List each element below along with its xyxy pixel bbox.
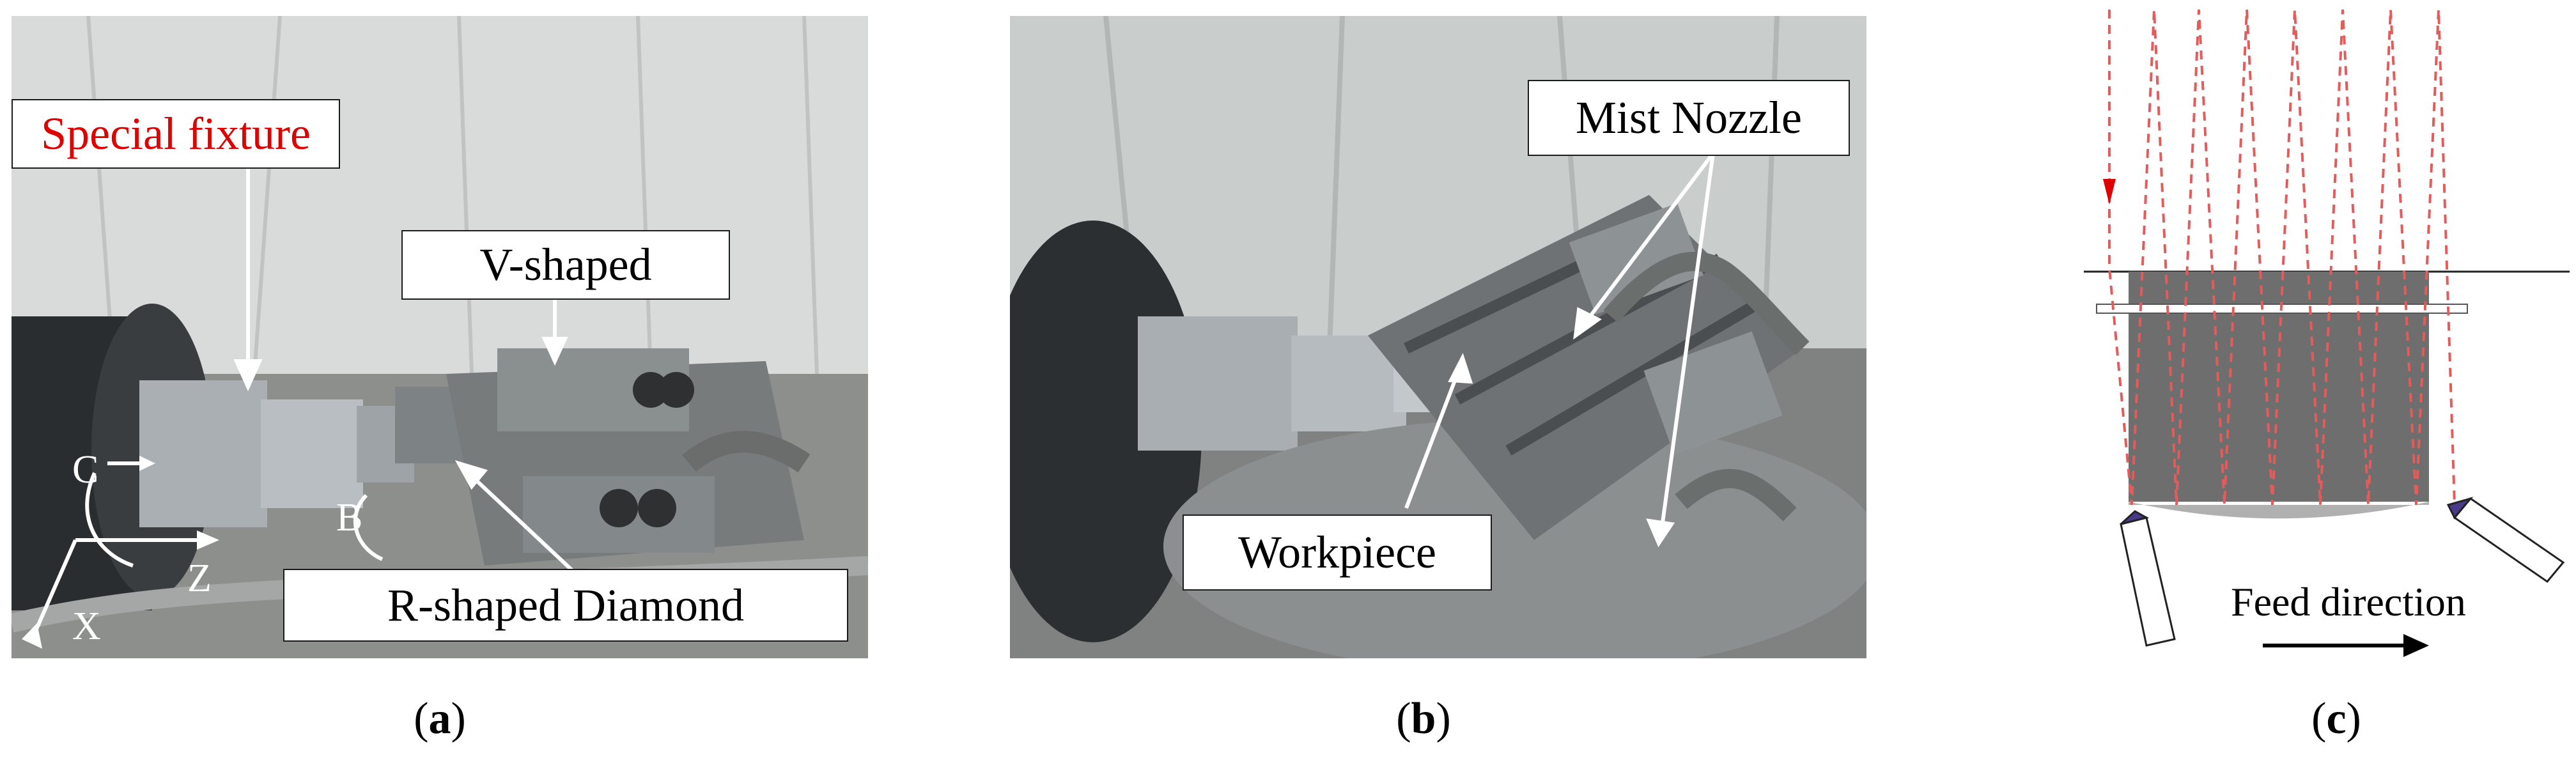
diagram-panel-c: Feed direction (2071, 0, 2576, 677)
special-fixture-text: Special fixture (41, 108, 311, 159)
machine-scene-a (12, 16, 868, 658)
workpiece-text: Workpiece (1238, 527, 1437, 578)
feed-arrow-head (2403, 634, 2429, 657)
axis-c-label: C (72, 448, 99, 491)
right-tool (2446, 497, 2565, 584)
tool-path (2108, 9, 2456, 506)
mist-nozzle-label: Mist Nozzle (1528, 80, 1850, 156)
r-shaped-diamond-text: R-shaped Diamond (387, 579, 744, 631)
photo-panel-b: Mist Nozzle Workpiece (1010, 16, 1866, 658)
r-shaped-diamond-label: R-shaped Diamond (283, 569, 848, 642)
caption-b-letter: b (1411, 694, 1436, 743)
caption-a: (a) (414, 694, 466, 743)
special-fixture-label: Special fixture (12, 99, 340, 169)
machine-scene-b (1010, 16, 1866, 658)
photo-panel-a: Special fixture V-shaped R-shaped Diamon… (12, 16, 868, 658)
path-direction-arrow (2103, 179, 2116, 205)
toolpath-diagram (2084, 9, 2570, 657)
v-shaped-text: V-shaped (479, 239, 652, 290)
caption-c: (c) (2311, 694, 2361, 743)
axis-b-label: B (336, 496, 363, 539)
axis-z-label: Z (187, 557, 212, 600)
left-tool (2120, 510, 2176, 647)
v-shaped-label: V-shaped (401, 230, 730, 300)
mist-nozzle-text: Mist Nozzle (1576, 92, 1802, 143)
axis-x-label: X (72, 605, 101, 648)
workpiece-label: Workpiece (1183, 514, 1492, 591)
caption-b: (b) (1396, 694, 1451, 743)
caption-a-letter: a (428, 694, 451, 743)
feed-direction-label: Feed direction (2231, 579, 2466, 624)
caption-c-letter: c (2326, 694, 2347, 743)
